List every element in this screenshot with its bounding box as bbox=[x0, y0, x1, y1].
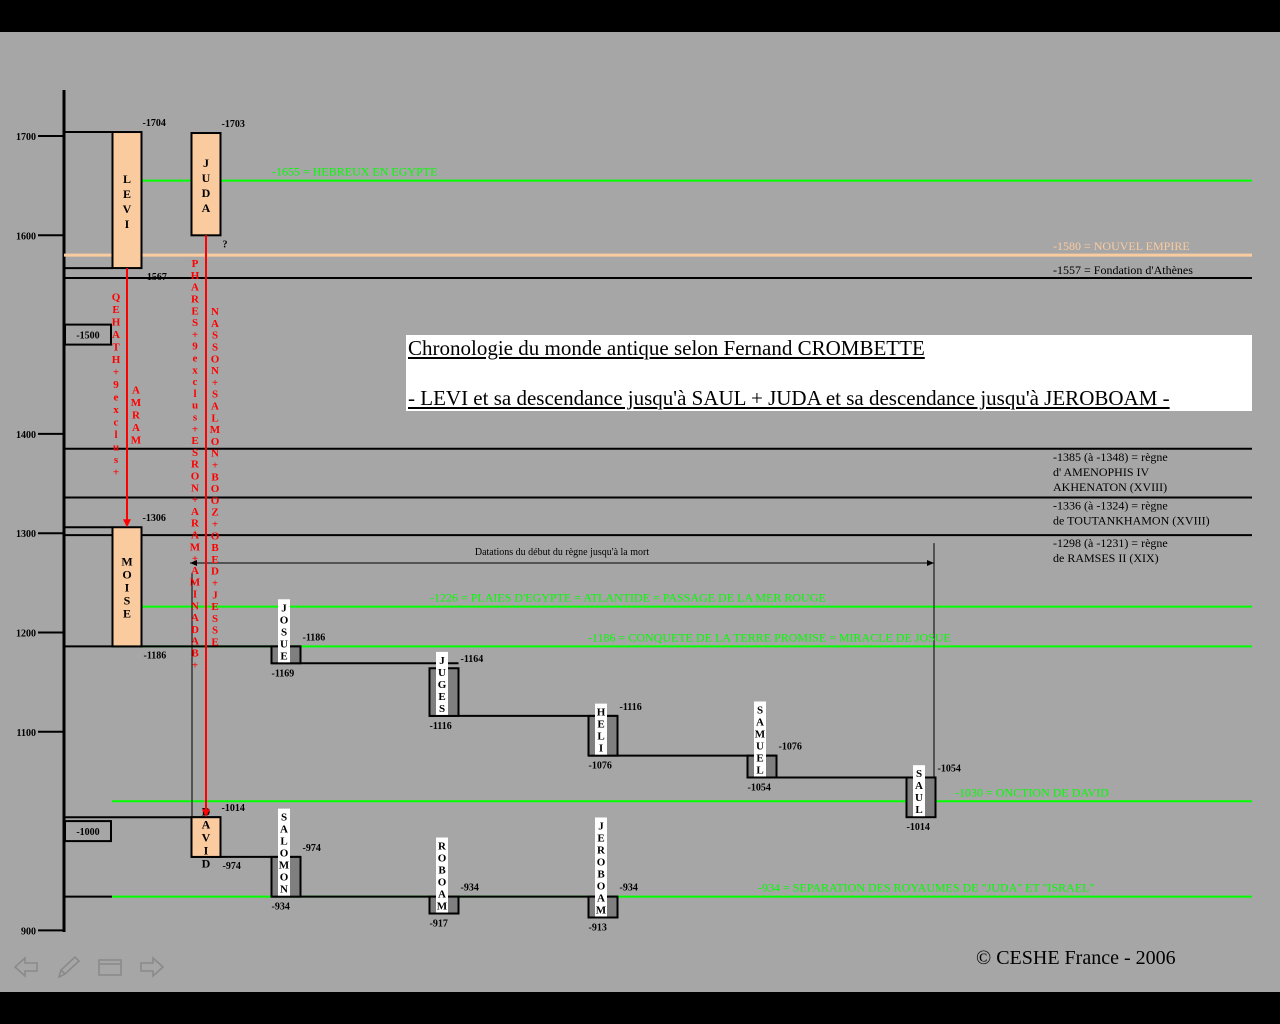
box-name-juges-bg bbox=[436, 651, 448, 715]
next-slide-icon[interactable] bbox=[138, 954, 166, 980]
box-end-jeroboam: -913 bbox=[589, 922, 607, 933]
box-end-levi: -1567 bbox=[144, 272, 167, 283]
lineage-arrowhead-0 bbox=[123, 519, 131, 528]
axis-label-1300: 1300 bbox=[16, 529, 36, 540]
green-event-label-4: -934 = SEPARATION DES ROYAUMES DE "JUDA"… bbox=[758, 881, 1094, 895]
black-event-label-3-1: de RAMSES II (XIX) bbox=[1053, 551, 1159, 565]
black-event-label-1-2: AKHENATON (XVIII) bbox=[1053, 480, 1167, 494]
pen-icon[interactable] bbox=[54, 954, 82, 980]
box-start-salomon: -974 bbox=[303, 843, 321, 854]
box-name-salomon-bg bbox=[278, 808, 290, 896]
box-start-levi: -1704 bbox=[143, 118, 166, 129]
axis-label-1100: 1100 bbox=[17, 728, 36, 739]
green-event-label-0: -1655 = HEBREUX EN EGYPTE bbox=[272, 165, 437, 179]
previous-slide-icon[interactable] bbox=[12, 954, 40, 980]
title-box: Chronologie du monde antique selon Ferna… bbox=[406, 335, 1252, 411]
box-start-david: -1014 bbox=[222, 803, 245, 814]
axis-label-1700: 1700 bbox=[16, 132, 36, 143]
green-event-label-2: -1186 = CONQUETE DE LA TERRE PROMISE = M… bbox=[588, 630, 951, 644]
box-name-saul-bg bbox=[913, 765, 925, 817]
copyright-text: © CESHE France - 2006 bbox=[976, 947, 1176, 969]
box-name-jeroboam-bg bbox=[595, 817, 607, 917]
box-end-josue: -1169 bbox=[272, 668, 295, 679]
slide-menu-icon[interactable] bbox=[96, 954, 124, 980]
axis-box--1500 bbox=[64, 323, 112, 346]
box-start-saul: -1054 bbox=[938, 763, 961, 774]
box-name-heli-bg bbox=[595, 703, 607, 755]
title-line-2: - LEVI et sa descendance jusqu'à SAUL + … bbox=[408, 386, 1170, 410]
box-start-moise: -1306 bbox=[143, 513, 166, 524]
box-name-roboam-bg bbox=[436, 837, 448, 913]
box-start-juda: -1703 bbox=[222, 119, 245, 130]
black-event-label-0-0: -1557 = Fondation d'Athènes bbox=[1053, 263, 1193, 277]
green-event-label-3: -1030 = ONCTION DE DAVID bbox=[955, 785, 1109, 799]
black-event-label-3-0: -1298 (à -1231) = règne bbox=[1053, 536, 1168, 550]
axis-label-1600: 1600 bbox=[16, 231, 36, 242]
axis-box-label--1500: -1500 bbox=[76, 331, 99, 342]
black-event-label-2-1: de TOUTANKHAMON (XVIII) bbox=[1053, 513, 1210, 527]
span-note-arrow-left bbox=[190, 559, 197, 566]
box-end-salomon: -934 bbox=[272, 902, 290, 913]
box-start-jeroboam: -934 bbox=[620, 883, 638, 894]
slide: 1700 1600 1400 1300 1200 1100 900 -1500 -1000 Dat… bbox=[0, 32, 1280, 992]
box-end-samuel: -1054 bbox=[748, 782, 771, 793]
box-end-david: -974 bbox=[223, 861, 241, 872]
box-start-heli: -1116 bbox=[620, 702, 642, 713]
box-end-saul: -1014 bbox=[907, 822, 930, 833]
box-start-juges: -1164 bbox=[461, 654, 484, 665]
axis-label-900: 900 bbox=[21, 926, 36, 937]
box-start-samuel: -1076 bbox=[779, 742, 802, 753]
box-moise bbox=[111, 526, 143, 648]
box-name-samuel-bg bbox=[754, 701, 766, 777]
axis-label-1200: 1200 bbox=[16, 629, 36, 640]
box-start-roboam: -934 bbox=[461, 883, 479, 894]
green-event-label-1: -1226 = PLAIES D'EGYPTE = ATLANTIDE = PA… bbox=[430, 591, 826, 605]
black-event-label-2-0: -1336 (à -1324) = règne bbox=[1053, 498, 1168, 512]
box-name-josue-bg bbox=[278, 599, 290, 663]
box-david bbox=[190, 816, 222, 858]
lineage-arrowhead-1 bbox=[202, 809, 210, 818]
box-end-juges: -1116 bbox=[430, 721, 452, 732]
title-line-1: Chronologie du monde antique selon Ferna… bbox=[408, 336, 925, 360]
orange-event-label-0: -1580 = NOUVEL EMPIRE bbox=[1053, 239, 1190, 253]
black-event-label-1-0: -1385 (à -1348) = règne bbox=[1053, 450, 1168, 464]
span-note-arrow-right bbox=[927, 559, 934, 566]
box-end-roboam: -917 bbox=[430, 919, 448, 930]
axis-box-label--1000: -1000 bbox=[76, 827, 99, 838]
box-end-juda: ? bbox=[223, 239, 228, 250]
axis-label-1400: 1400 bbox=[16, 430, 36, 441]
box-start-josue: -1186 bbox=[303, 632, 326, 643]
black-event-label-1-1: d' AMENOPHIS IV bbox=[1053, 465, 1150, 479]
axis-box--1000 bbox=[64, 820, 112, 843]
span-note-text: Datations du début du règne jusqu'à la m… bbox=[475, 547, 649, 558]
box-end-heli: -1076 bbox=[589, 761, 612, 772]
box-end-moise: -1186 bbox=[144, 650, 167, 661]
timeline-chart: 1700 1600 1400 1300 1200 1100 900 -1500 -1000 Dat… bbox=[16, 90, 1252, 937]
